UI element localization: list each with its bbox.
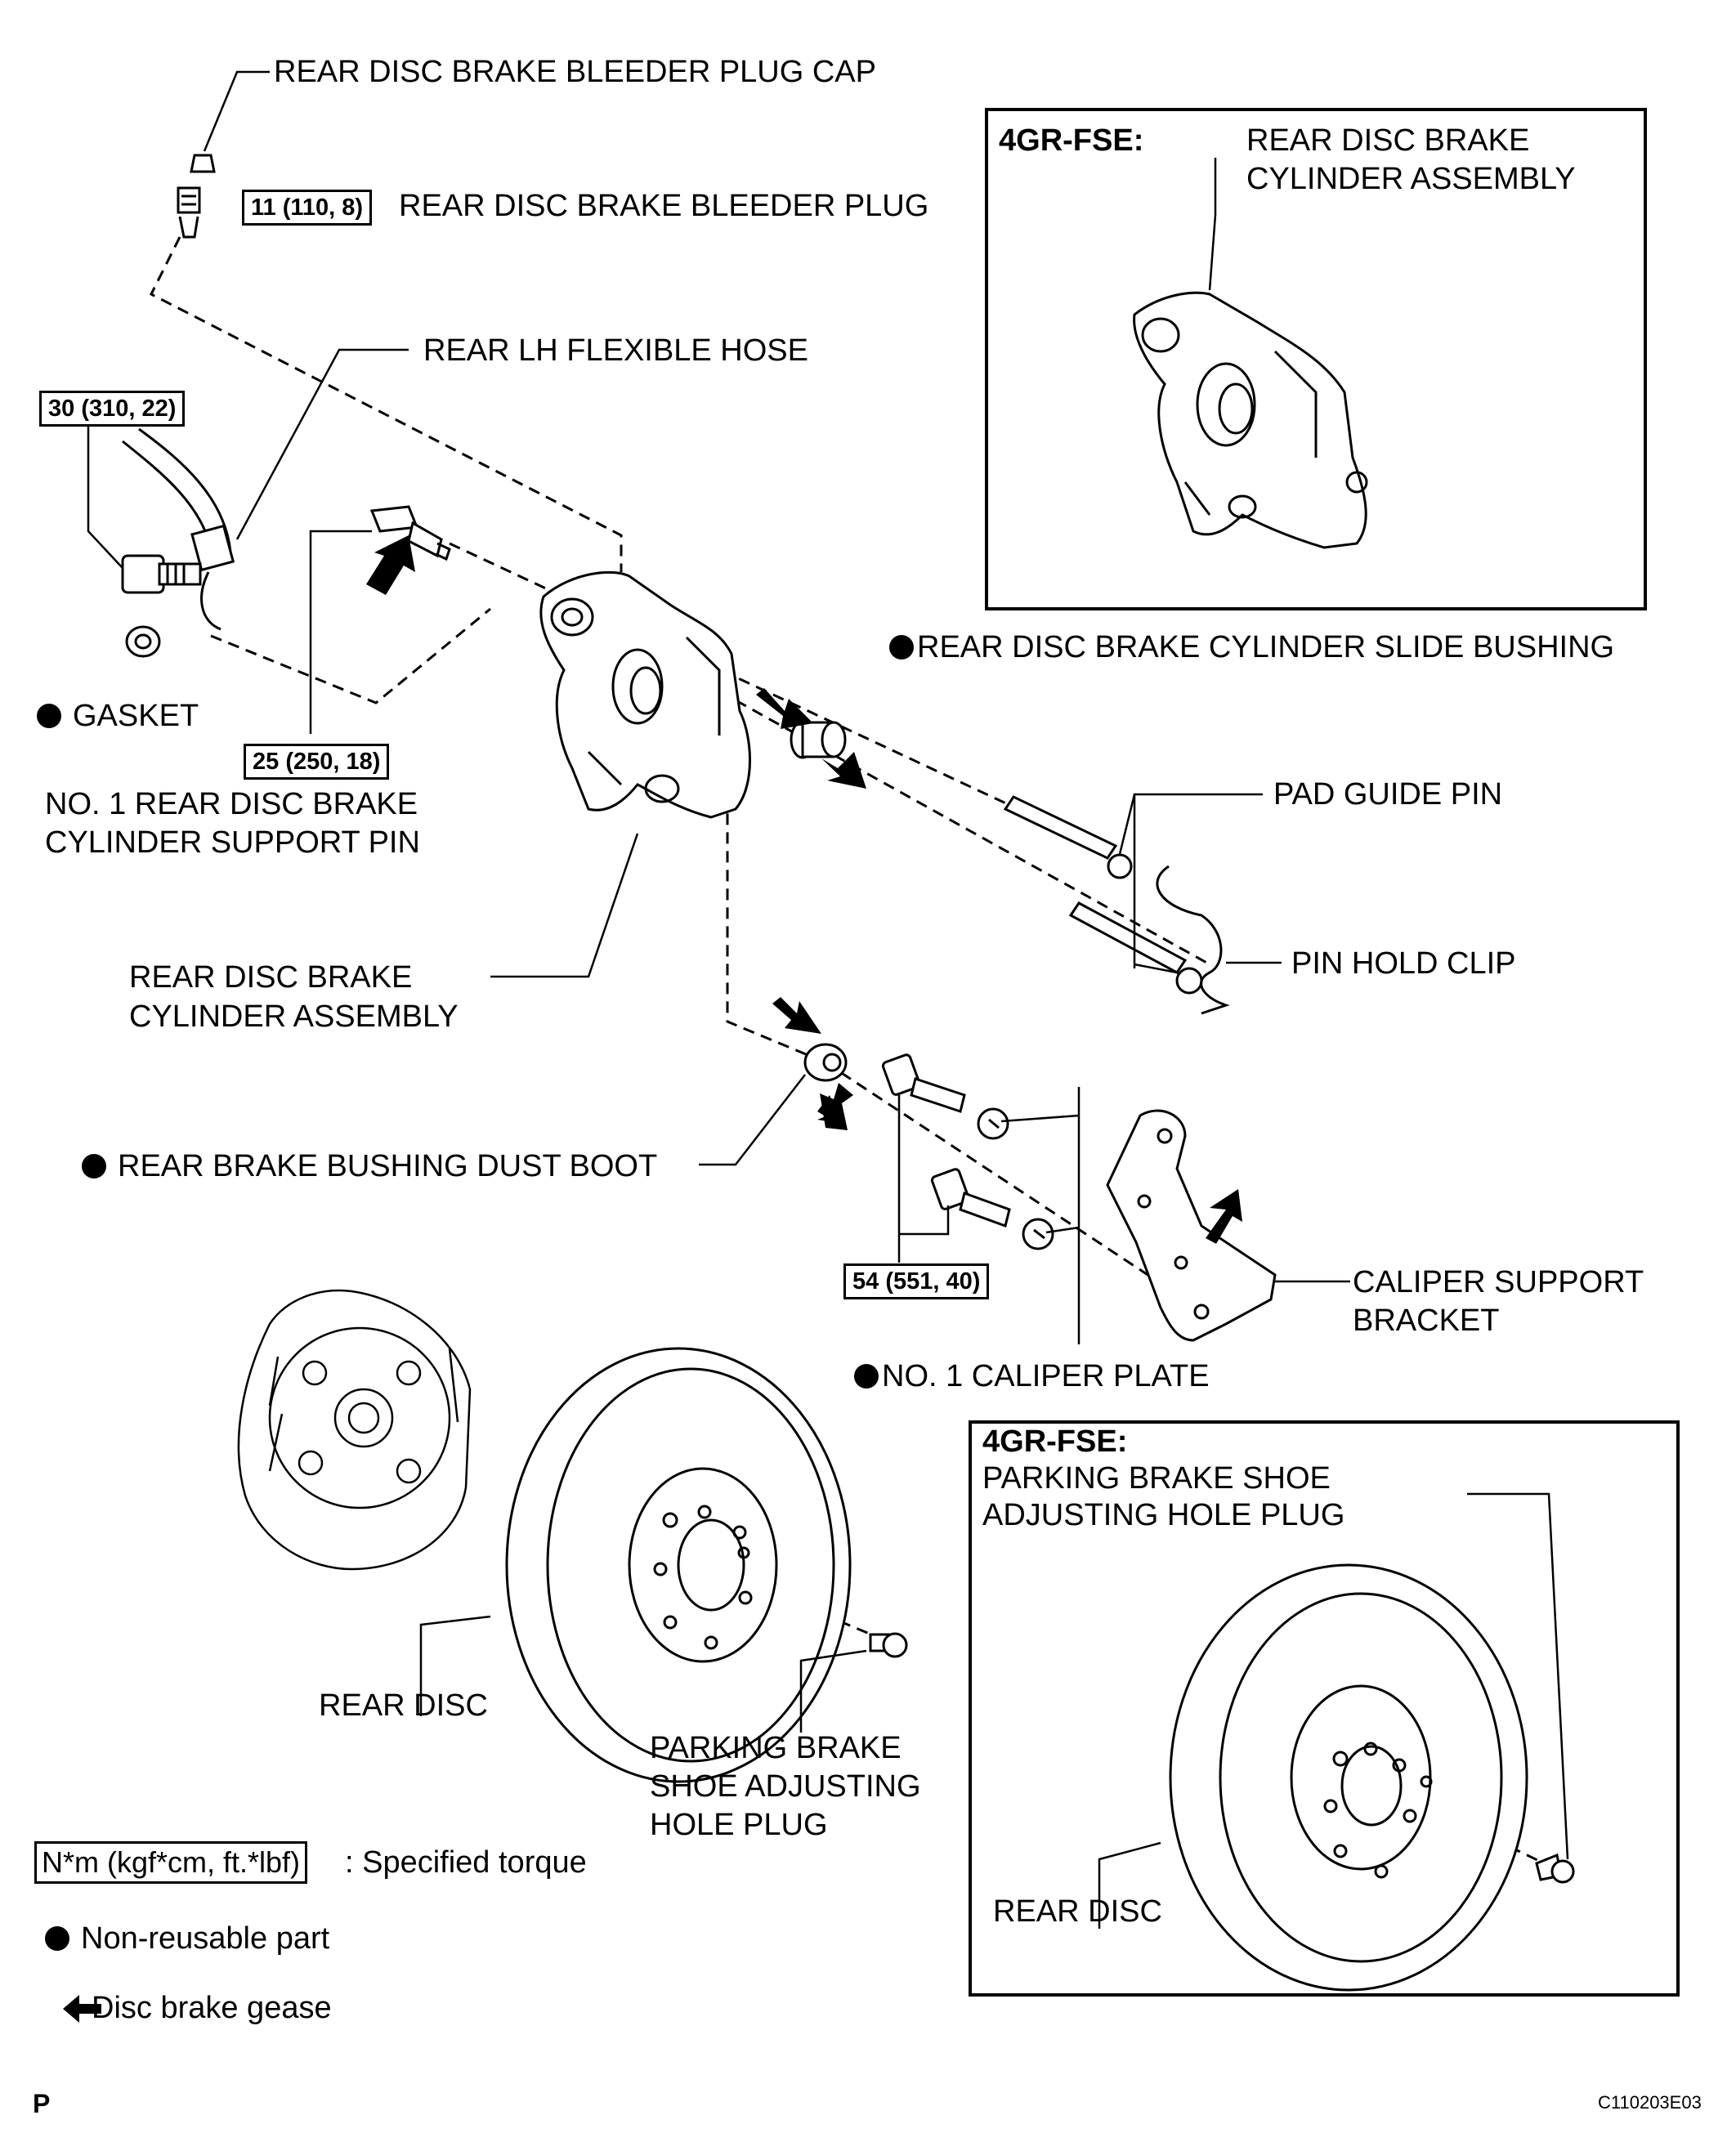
rear-disc-label: REAR DISC	[319, 1688, 488, 1723]
dust-boot-label-text: REAR BRAKE BUSHING DUST BOOT	[118, 1149, 658, 1183]
support-bracket-label-line1: CALIPER SUPPORT	[1353, 1265, 1644, 1299]
rear-disc-rotor	[505, 1347, 852, 1783]
caliper-plate-upper	[977, 1107, 1009, 1140]
bleeder-plug	[177, 186, 201, 239]
legend-grease-text: Disc brake gease	[92, 1991, 332, 2025]
bleeder-plug-torque: 11 (110, 8)	[242, 190, 373, 226]
grease-arrows	[63, 535, 1242, 2023]
figure-code: C110203E03	[1598, 2092, 1702, 2113]
gasket-label-text: GASKET	[73, 699, 199, 733]
cylinder-support-pin	[369, 505, 451, 561]
nonreusable-mark	[854, 1364, 879, 1389]
parking-brake-hole-plug	[869, 1632, 908, 1658]
legend-torque-unit: N*m (kgf*cm, ft.*lbf)	[34, 1841, 308, 1884]
pad-guide-pin-label: PAD GUIDE PIN	[1273, 777, 1503, 812]
parking-brake-plug-label-line2: SHOE ADJUSTING	[650, 1769, 921, 1804]
inset-top-caliper-drawing	[1133, 158, 1368, 549]
legend-nonreusable: Non-reusable part	[45, 1919, 329, 1958]
pin-hold-clip-label: PIN HOLD CLIP	[1291, 946, 1516, 981]
union-bolt	[121, 554, 202, 594]
inset-bottom-title: 4GR-FSE:	[982, 1424, 1128, 1459]
bracket-bolt-upper	[881, 1053, 966, 1113]
gasket	[125, 625, 161, 658]
leader-lines	[87, 70, 1569, 1929]
rear-lh-flexible-hose	[122, 427, 235, 631]
inset-top-label-line1: REAR DISC BRAKE	[1246, 123, 1530, 158]
bleeder-plug-cap-label: REAR DISC BRAKE BLEEDER PLUG CAP	[274, 55, 876, 89]
support-bracket-label-line2: BRACKET	[1353, 1304, 1500, 1338]
parking-brake-plug-label-line3: HOLE PLUG	[650, 1808, 828, 1842]
inset-box-bottom	[969, 1420, 1680, 1997]
pad-guide-pin-upper	[1003, 795, 1133, 879]
gasket-label: GASKET	[37, 696, 199, 736]
bracket-bolt-torque: 54 (551, 40)	[843, 1263, 990, 1299]
nonreusable-mark	[45, 1926, 69, 1951]
slide-bushing	[790, 720, 847, 759]
inset-bottom-label-line2: ADJUSTING HOLE PLUG	[982, 1498, 1345, 1532]
page-letter: P	[33, 2089, 51, 2118]
rear-disc-brake-cylinder-assembly	[539, 570, 751, 819]
dust-boot-label: REAR BRAKE BUSHING DUST BOOT	[82, 1147, 657, 1186]
legend-torque-text: : Specified torque	[345, 1845, 587, 1880]
inset-top-label-line2: CYLINDER ASSEMBLY	[1246, 162, 1576, 196]
slide-bushing-label: REAR DISC BRAKE CYLINDER SLIDE BUSHING	[889, 628, 1614, 667]
axle-hub-backing-plate	[237, 1289, 472, 1571]
caliper-support-bracket	[1106, 1109, 1277, 1342]
bleeder-plug-cap	[190, 154, 216, 173]
bushing-dust-boot	[803, 1043, 848, 1082]
bleeder-plug-label: REAR DISC BRAKE BLEEDER PLUG	[399, 189, 929, 223]
caliper-plate-lower	[1022, 1218, 1054, 1250]
support-pin-label-line1: NO. 1 REAR DISC BRAKE	[45, 787, 418, 821]
slide-bushing-label-text: REAR DISC BRAKE CYLINDER SLIDE BUSHING	[917, 630, 1615, 664]
cylinder-assembly-label-line1: REAR DISC BRAKE	[129, 960, 413, 995]
caliper-plate-label: NO. 1 CALIPER PLATE	[854, 1357, 1210, 1396]
parking-brake-plug-label-line1: PARKING BRAKE	[650, 1731, 902, 1765]
bracket-bolt-lower	[930, 1168, 1011, 1228]
inset-top-title: 4GR-FSE:	[999, 123, 1144, 158]
nonreusable-mark	[37, 704, 61, 728]
nonreusable-mark	[82, 1154, 106, 1178]
flexible-hose-label: REAR LH FLEXIBLE HOSE	[423, 333, 808, 368]
nonreusable-mark	[889, 635, 914, 660]
inset-bottom-label-line1: PARKING BRAKE SHOE	[982, 1461, 1331, 1496]
caliper-plate-label-text: NO. 1 CALIPER PLATE	[882, 1359, 1210, 1393]
support-pin-label-line2: CYLINDER SUPPORT PIN	[45, 825, 420, 860]
legend-nonreusable-text: Non-reusable part	[81, 1921, 330, 1956]
union-bolt-torque: 30 (310, 22)	[39, 391, 186, 427]
support-pin-torque: 25 (250, 18)	[244, 744, 390, 780]
inset-box-top	[985, 108, 1647, 610]
pin-hold-clip	[1156, 865, 1230, 1015]
cylinder-assembly-label-line2: CYLINDER ASSEMBLY	[129, 999, 459, 1034]
inset-bottom-disc-drawing	[1169, 1563, 1575, 1992]
inset-bottom-disc-label: REAR DISC	[993, 1894, 1162, 1929]
